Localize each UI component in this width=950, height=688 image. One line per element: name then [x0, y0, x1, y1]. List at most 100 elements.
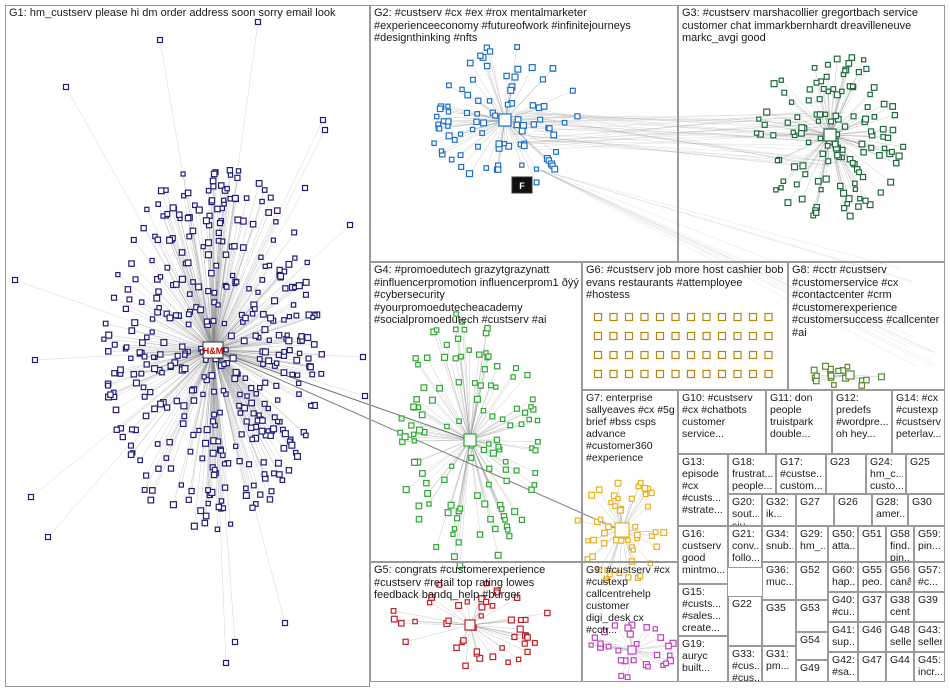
group-panel-g55[interactable]: G55: peo...	[858, 562, 886, 592]
node-g9[interactable]	[597, 640, 604, 647]
node-g3[interactable]	[862, 115, 870, 123]
node-g4[interactable]	[494, 363, 501, 370]
node-g1[interactable]	[149, 329, 155, 335]
node-g4[interactable]	[486, 441, 492, 447]
node-g3[interactable]	[813, 79, 820, 86]
node-g6[interactable]	[764, 312, 773, 322]
node-g7[interactable]	[585, 538, 591, 544]
node-g1[interactable]	[138, 339, 146, 347]
node-g6[interactable]	[748, 369, 758, 379]
node-g1[interactable]	[251, 306, 258, 312]
node-g1[interactable]	[229, 354, 237, 362]
node-g6[interactable]	[593, 369, 603, 379]
node-g2[interactable]	[458, 163, 465, 170]
node-g4[interactable]	[518, 421, 525, 428]
node-g5[interactable]	[524, 634, 531, 641]
node-g8[interactable]	[827, 372, 835, 380]
group-panel-g60[interactable]: G60: hap...	[828, 562, 858, 592]
node-g1[interactable]	[131, 319, 139, 327]
node-g3[interactable]	[770, 132, 777, 139]
node-g1[interactable]	[150, 354, 157, 360]
node-g1[interactable]	[304, 259, 310, 266]
node-g1[interactable]	[128, 355, 134, 362]
node-g8[interactable]	[877, 373, 885, 381]
node-g6[interactable]	[733, 350, 742, 360]
node-g5[interactable]	[515, 656, 522, 663]
node-g1[interactable]	[173, 397, 181, 405]
node-g3[interactable]	[848, 54, 856, 61]
node-g7[interactable]	[632, 523, 639, 530]
node-g1[interactable]	[208, 372, 216, 379]
node-g1[interactable]	[172, 281, 180, 288]
node-g1[interactable]	[136, 349, 143, 356]
node-g3[interactable]	[778, 77, 784, 83]
node-g6[interactable]	[717, 312, 727, 322]
node-g4[interactable]	[529, 396, 536, 403]
node-g1[interactable]	[122, 305, 130, 313]
node-g4[interactable]	[513, 467, 520, 474]
node-g7[interactable]	[608, 499, 614, 506]
group-panel-g38[interactable]: G38: cent...	[886, 592, 914, 622]
node-g4[interactable]	[499, 416, 506, 423]
node-g4[interactable]	[433, 327, 440, 333]
node-g3[interactable]	[870, 84, 878, 91]
group-panel-g11[interactable]: G11: don people truistpark double...	[766, 390, 832, 454]
node-g3[interactable]	[859, 173, 867, 181]
node-g2[interactable]	[511, 73, 519, 81]
group-panel-g14[interactable]: G14: #cx #custexp #custserv peterlav...	[892, 390, 945, 454]
node-g1[interactable]	[284, 332, 290, 338]
node-g1[interactable]	[205, 487, 211, 493]
node-g6[interactable]	[655, 369, 665, 379]
node-g3[interactable]	[813, 209, 820, 216]
node-g1[interactable]	[310, 314, 316, 320]
node-g9[interactable]	[666, 652, 673, 659]
node-g4[interactable]	[397, 429, 404, 436]
node-g7[interactable]	[602, 577, 609, 584]
node-g3[interactable]	[820, 85, 827, 92]
node-g1[interactable]	[277, 272, 285, 280]
node-g1[interactable]	[141, 486, 148, 493]
node-g4[interactable]	[532, 447, 539, 454]
node-g7[interactable]	[617, 507, 624, 514]
group-panel-g9[interactable]: G9: #custserv #cx #custexp callcentrehel…	[582, 562, 678, 682]
node-g5[interactable]	[521, 640, 528, 647]
node-g9[interactable]	[663, 660, 669, 667]
node-g2[interactable]	[465, 170, 474, 178]
node-g1[interactable]	[215, 302, 221, 308]
node-g1[interactable]	[149, 257, 155, 264]
node-g1[interactable]	[281, 348, 288, 355]
node-g3[interactable]	[858, 140, 866, 148]
node-g3[interactable]	[832, 112, 840, 120]
group-panel-g47[interactable]: G47	[858, 652, 886, 682]
node-g1[interactable]	[248, 399, 256, 407]
node-g1[interactable]	[208, 269, 215, 277]
node-g7[interactable]	[618, 537, 625, 544]
node-g4[interactable]	[502, 458, 509, 465]
node-g1[interactable]	[262, 263, 268, 269]
node-g3[interactable]	[849, 159, 856, 166]
node-g1[interactable]	[157, 351, 164, 358]
group-panel-g57[interactable]: G57: #c...	[914, 562, 945, 592]
node-g2[interactable]	[537, 116, 544, 123]
node-g1[interactable]	[273, 219, 279, 225]
node-g2[interactable]	[436, 125, 443, 132]
node-g1[interactable]	[163, 187, 169, 193]
node-g6[interactable]	[702, 369, 711, 379]
node-g1[interactable]	[222, 251, 230, 259]
group-panel-g39[interactable]: G39	[914, 592, 945, 622]
node-g5[interactable]	[478, 613, 484, 619]
node-g5[interactable]	[436, 581, 443, 588]
node-g4[interactable]	[415, 426, 424, 434]
node-g3[interactable]	[840, 189, 848, 197]
node-g6[interactable]	[702, 312, 711, 322]
node-g1[interactable]	[296, 391, 302, 397]
node-g1[interactable]	[204, 251, 213, 259]
node-g9[interactable]	[591, 634, 599, 641]
node-g5[interactable]	[544, 609, 551, 617]
node-g1[interactable]	[321, 126, 329, 134]
node-g1[interactable]	[166, 438, 173, 446]
group-panel-g3[interactable]: G3: #custserv marshacollier gregortbach …	[678, 5, 945, 262]
node-g9[interactable]	[643, 624, 651, 631]
node-g4[interactable]	[410, 458, 419, 466]
node-g4[interactable]	[484, 324, 491, 332]
